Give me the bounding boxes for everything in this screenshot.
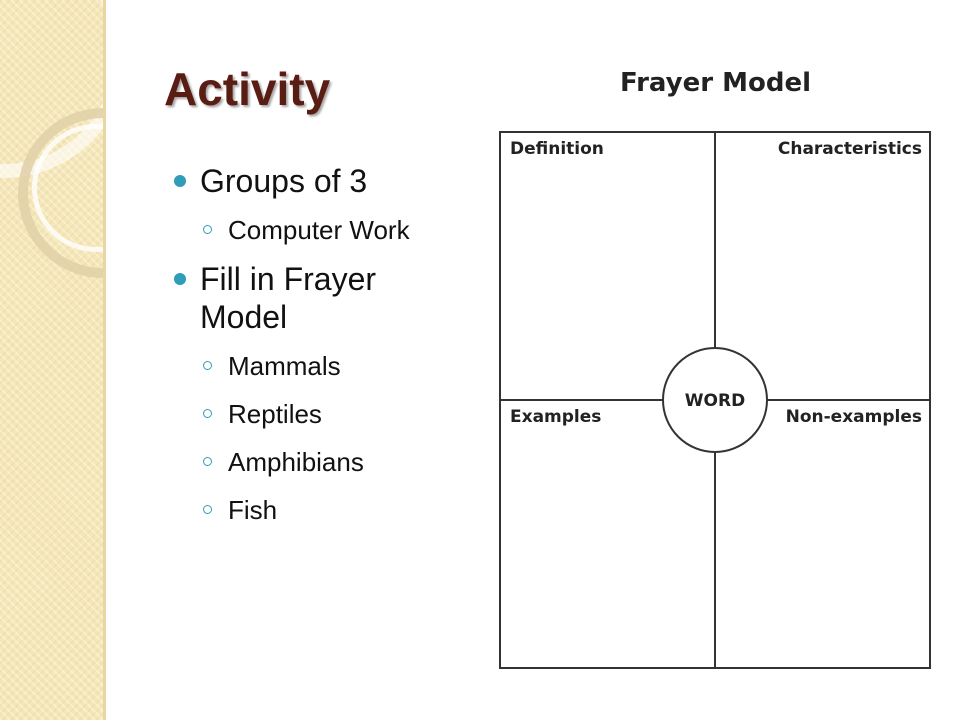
- definition-label: Definition: [510, 139, 604, 159]
- slide-title: Activity: [164, 63, 331, 115]
- non-examples-label: Non-examples: [786, 407, 922, 427]
- frayer-center-circle: [662, 347, 768, 453]
- sub-bullet-item: Reptiles: [170, 396, 450, 432]
- frayer-grid: Definition Characteristics Examples Non-…: [499, 131, 931, 669]
- decorative-rings: [0, 0, 106, 720]
- sub-bullet-circle-icon: [203, 361, 212, 370]
- sub-bullet-circle-icon: [203, 457, 212, 466]
- sub-bullet-text: Mammals: [228, 351, 341, 381]
- bullet-item: Groups of 3: [170, 162, 450, 200]
- frayer-model-title: Frayer Model: [620, 68, 812, 98]
- center-word-label: WORD: [685, 391, 745, 411]
- sub-bullet-item: Fish: [170, 492, 450, 528]
- characteristics-label: Characteristics: [778, 139, 922, 159]
- examples-label: Examples: [510, 407, 601, 427]
- sub-bullet-circle-icon: [203, 505, 212, 514]
- bullet-dot-icon: [174, 175, 186, 187]
- frayer-model-diagram: Frayer Model Definition Characteristics …: [490, 62, 940, 682]
- sub-bullet-text: Fish: [228, 495, 278, 525]
- sub-bullet-circle-icon: [203, 409, 212, 418]
- sub-bullet-item: Computer Work: [170, 212, 450, 248]
- decorative-side-band: [0, 0, 106, 720]
- bullet-item: Fill in Frayer Model: [170, 260, 450, 336]
- sub-bullet-text: Amphibians: [228, 447, 364, 477]
- bullet-dot-icon: [174, 273, 186, 285]
- bullet-text: Groups of 3: [200, 163, 368, 199]
- bullet-list: Groups of 3 Computer Work Fill in Frayer…: [170, 162, 450, 540]
- bullet-text: Fill in Frayer Model: [200, 261, 377, 335]
- sub-bullet-item: Mammals: [170, 348, 450, 384]
- band-edge-line: [103, 0, 106, 720]
- sub-bullet-text: Reptiles: [228, 399, 322, 429]
- sub-bullet-item: Amphibians: [170, 444, 450, 480]
- sub-bullet-circle-icon: [203, 225, 212, 234]
- sub-bullet-text: Computer Work: [228, 215, 410, 245]
